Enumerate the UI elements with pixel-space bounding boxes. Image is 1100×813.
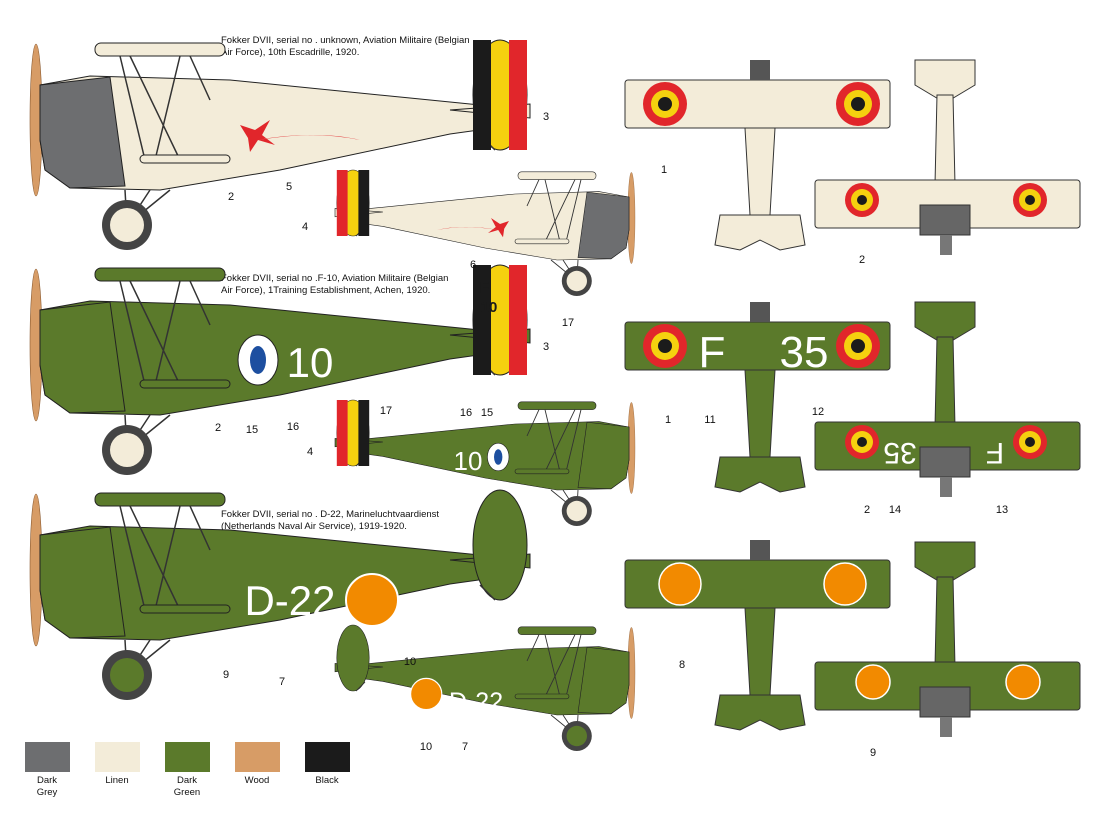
swatch xyxy=(235,742,280,772)
callout: 3 xyxy=(543,111,549,123)
callout: 10 xyxy=(420,741,432,753)
callout: 17 xyxy=(562,317,574,329)
callout: 16 xyxy=(460,407,472,419)
callout: 16 xyxy=(287,421,299,433)
legend-linen: Linen xyxy=(95,742,140,786)
callouts: 3 2 5 4 6 1 2 17 3 2 15 16 4 17 16 15 1 … xyxy=(215,111,1008,759)
callout: 15 xyxy=(481,407,493,419)
callout: 3 xyxy=(543,341,549,353)
callout: 11 xyxy=(704,414,715,426)
caption-line: Air Force), 1Training Establishment, Ach… xyxy=(221,285,430,296)
profile-dutch-d22: Fokker DVII, serial no . D-22, Marineluc… xyxy=(29,489,1081,752)
callout: 4 xyxy=(307,446,313,458)
callout: 6 xyxy=(470,259,476,271)
top-view-lower xyxy=(814,59,1081,256)
callout: 9 xyxy=(223,669,229,681)
penguin-emblem xyxy=(250,346,266,374)
legend-dark-grey: Dark Grey xyxy=(25,742,70,798)
callout: 14 xyxy=(889,504,901,516)
callout: 2 xyxy=(228,191,234,203)
profile-belgian-10th-escadrille: Fokker DVII, serial no . unknown, Aviati… xyxy=(29,35,1081,297)
top-view-lower xyxy=(814,301,1081,498)
callout: 7 xyxy=(462,741,468,753)
swatch xyxy=(95,742,140,772)
legend-label: Wood xyxy=(245,775,270,786)
shooting-star-emblem xyxy=(240,120,360,152)
top-view-lower xyxy=(814,541,1081,738)
fuselage-code-small: D-22 xyxy=(449,688,503,716)
fuselage-code: D-22 xyxy=(244,577,335,624)
callout: 8 xyxy=(679,659,685,671)
caption-line: Fokker DVII, serial no .F-10, Aviation M… xyxy=(221,273,448,284)
legend-wood: Wood xyxy=(235,742,280,786)
lower-wing-number: 35 xyxy=(883,436,916,469)
callout: 9 xyxy=(870,747,876,759)
caption-line: (Netherlands Naval Air Service), 1919-19… xyxy=(221,521,407,532)
callout: 2 xyxy=(215,422,221,434)
callout: 7 xyxy=(279,676,285,688)
legend-label: Dark xyxy=(37,775,57,786)
legend-label: Black xyxy=(315,775,338,786)
top-view-upper xyxy=(624,539,891,731)
callout: 5 xyxy=(286,181,292,193)
swatch xyxy=(305,742,350,772)
legend-dark-green: Dark Green xyxy=(165,742,210,798)
callout: 2 xyxy=(859,254,865,266)
callout: 12 xyxy=(812,406,824,418)
caption-line: Fokker DVII, serial no . unknown, Aviati… xyxy=(221,35,470,46)
callout: 13 xyxy=(996,504,1008,516)
callout: 1 xyxy=(665,414,671,426)
lower-wing-letter: F xyxy=(986,436,1004,469)
swatch xyxy=(25,742,70,772)
fuselage-number-small: 10 xyxy=(454,446,483,476)
rudder-letter: F xyxy=(479,280,489,297)
legend-black: Black xyxy=(305,742,350,786)
top-view-upper xyxy=(624,301,891,493)
callout: 17 xyxy=(380,405,392,417)
callout: 1 xyxy=(661,164,667,176)
fuselage-number: 10 xyxy=(287,339,334,386)
color-legend: Dark Grey Linen Dark Green Wood Black xyxy=(25,742,350,798)
callout: 15 xyxy=(246,424,258,436)
legend-label: Dark xyxy=(177,775,197,786)
callout: 10 xyxy=(404,656,416,668)
wing-letter: F xyxy=(699,328,726,377)
profile-belgian-f10: Fokker DVII, serial no .F-10, Aviation M… xyxy=(29,264,1081,527)
caption-line: Air Force), 10th Escadrille, 1920. xyxy=(221,47,359,58)
legend-label: Green xyxy=(174,787,200,798)
legend-label: Linen xyxy=(105,775,128,786)
caption-line: Fokker DVII, serial no . D-22, Marineluc… xyxy=(221,509,439,520)
callout: 2 xyxy=(864,504,870,516)
rudder-number: 10 xyxy=(481,299,498,316)
legend-label: Grey xyxy=(37,787,58,798)
callout: 4 xyxy=(302,221,308,233)
wing-number: 35 xyxy=(780,328,829,377)
swatch xyxy=(165,742,210,772)
top-view-upper xyxy=(624,59,891,251)
